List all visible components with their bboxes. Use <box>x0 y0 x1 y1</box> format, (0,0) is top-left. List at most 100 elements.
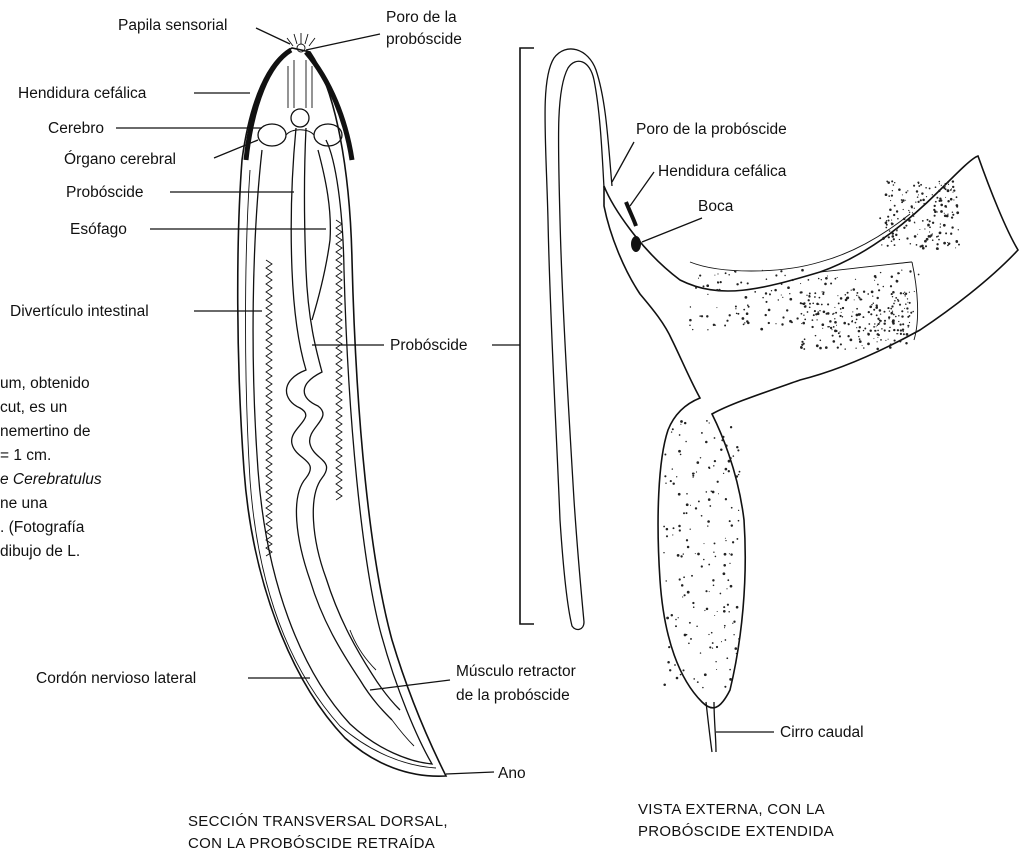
stipple-dot <box>714 615 715 616</box>
stipple-dot <box>812 319 814 321</box>
body-inner-wall <box>253 140 432 764</box>
stipple-dot <box>677 554 680 557</box>
label-musculo-retractor-line2: de la probóscide <box>456 687 570 704</box>
stipple-dot <box>856 295 857 296</box>
stipple-dot <box>843 322 846 325</box>
stipple-dot <box>791 321 793 323</box>
stipple-dot <box>716 646 718 648</box>
label-cerebro: Cerebro <box>48 120 104 137</box>
stipple-dot <box>932 194 933 195</box>
stipple-dot <box>840 315 842 317</box>
stipple-dot <box>834 318 835 319</box>
stipple-dot <box>687 591 690 594</box>
stipple-dot <box>878 289 880 291</box>
stipple-dot <box>676 677 679 680</box>
stipple-dot <box>945 183 946 184</box>
stipple-dot <box>730 585 733 588</box>
stipple-dot <box>947 242 948 243</box>
stipple-dot <box>856 308 858 310</box>
stipple-dot <box>914 235 917 238</box>
stipple-dot <box>855 279 856 280</box>
stipple-dot <box>927 219 929 221</box>
stipple-dot <box>910 243 912 245</box>
stipple-dot <box>663 683 666 686</box>
stipple-dot <box>880 339 882 341</box>
side-text-line-5: e Cerebratulus <box>0 471 102 488</box>
caption-right-line1: VISTA EXTERNA, CON LA <box>638 801 825 818</box>
stipple-dot <box>727 579 729 581</box>
stipple-dot <box>668 646 670 648</box>
stipple-dot <box>703 559 705 561</box>
stipple-dot <box>847 292 849 294</box>
stipple-dot <box>684 634 687 637</box>
stipple-dot <box>704 610 705 611</box>
stipple-dot <box>705 590 707 592</box>
stipple-dot <box>717 273 718 274</box>
stipple-dot <box>725 444 728 447</box>
stipple-dot <box>884 329 886 331</box>
stipple-dot <box>840 297 843 300</box>
stipple-dot <box>736 606 739 609</box>
stipple-dot <box>670 480 672 482</box>
stipple-dot <box>736 446 738 448</box>
stipple-dot <box>877 318 879 320</box>
stipple-dot <box>939 232 942 235</box>
stipple-dot <box>765 301 767 303</box>
proboscis-bracket <box>520 48 534 624</box>
stipple-dot <box>778 299 779 300</box>
stipple-dot <box>812 302 814 304</box>
external-view-worm <box>604 156 1018 752</box>
stipple-dot <box>696 625 698 627</box>
stipple-dot <box>850 339 853 342</box>
stipple-dot <box>737 313 739 315</box>
stipple-dot <box>873 303 874 304</box>
stipple-dot <box>715 661 716 662</box>
stipple-dot <box>904 295 905 296</box>
stipple-dot <box>893 238 895 240</box>
stipple-dot <box>894 340 896 342</box>
stipple-dot <box>833 313 834 314</box>
stipple-dot <box>890 312 893 315</box>
stipple-dot <box>909 212 910 213</box>
stipple-dot <box>836 325 837 326</box>
stipple-dot <box>716 307 717 308</box>
stipple-dot <box>872 295 873 296</box>
stipple-dot <box>707 329 708 330</box>
stipple-dot <box>955 240 957 242</box>
stipple-dot <box>946 206 947 207</box>
stipple-dot <box>840 343 842 345</box>
stipple-dot <box>724 325 726 327</box>
stipple-dot <box>688 642 690 644</box>
stipple-dot <box>883 286 885 288</box>
stipple-dot <box>680 454 682 456</box>
stipple-dot <box>821 323 824 326</box>
stipple-dot <box>801 341 803 343</box>
stipple-dot <box>766 278 768 280</box>
stipple-dot <box>884 311 886 313</box>
stipple-dot <box>876 306 878 308</box>
stipple-dot <box>717 611 718 612</box>
stipple-dot <box>908 219 911 222</box>
stipple-dot <box>666 617 669 620</box>
stipple-dot <box>689 324 691 326</box>
stipple-dot <box>817 311 819 313</box>
stipple-dot <box>815 335 817 337</box>
stipple-dot <box>663 552 664 553</box>
external-body-outline <box>604 156 1018 708</box>
stipple-dot <box>895 316 897 318</box>
stipple-dot <box>809 306 811 308</box>
stipple-dot <box>736 283 738 285</box>
stipple-dot <box>728 611 730 613</box>
stipple-dot <box>899 323 901 325</box>
stipple-dot <box>706 315 708 317</box>
stipple-dot <box>859 326 861 328</box>
stipple-dot <box>893 214 895 216</box>
stipple-dot <box>731 507 733 509</box>
caption-left-line1: SECCIÓN TRANSVERSAL DORSAL, <box>188 813 448 830</box>
stipple-dot <box>801 291 803 293</box>
stipple-dot <box>946 215 947 216</box>
stipple-dot <box>895 234 897 236</box>
stipple-dot <box>868 335 869 336</box>
stipple-dot <box>907 325 909 327</box>
stipple-dot <box>897 272 899 274</box>
